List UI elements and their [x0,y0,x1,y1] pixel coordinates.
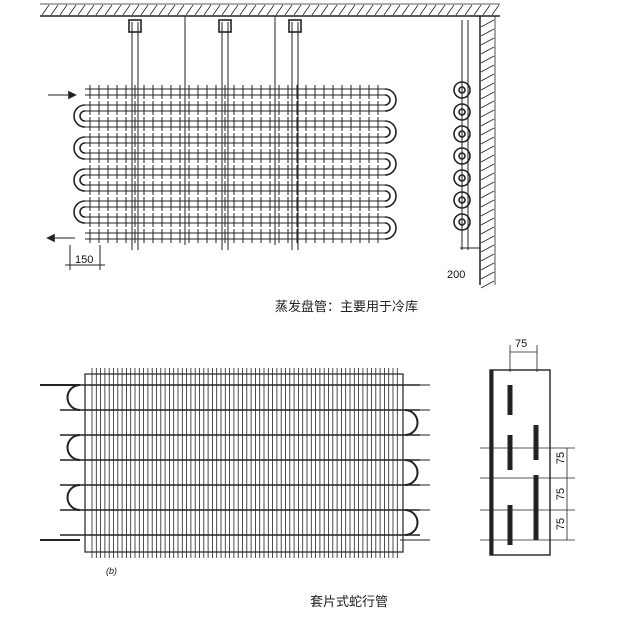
fin-plate-detail [480,345,575,556]
dimension-side-75-3: 75 [555,517,568,531]
dimension-top-75: 75 [515,338,528,350]
caption-finned-coil: 套片式蛇行管 [310,595,389,610]
evaporator-coil-drawing [46,16,397,270]
dimension-200-label: 200 [447,269,466,281]
figure-b-label: (b) [106,566,117,576]
caption-evaporator-coil: 蒸发盘管：主要用于冷库 [275,300,419,315]
dimension-side-75-1: 75 [555,451,568,465]
coil-side-view [453,20,480,250]
finned-serpentine-coil-drawing [40,368,430,558]
dimension-150-label: 150 [75,254,94,266]
dimension-side-75-2: 75 [555,487,568,501]
ceiling-hatch [40,3,500,289]
